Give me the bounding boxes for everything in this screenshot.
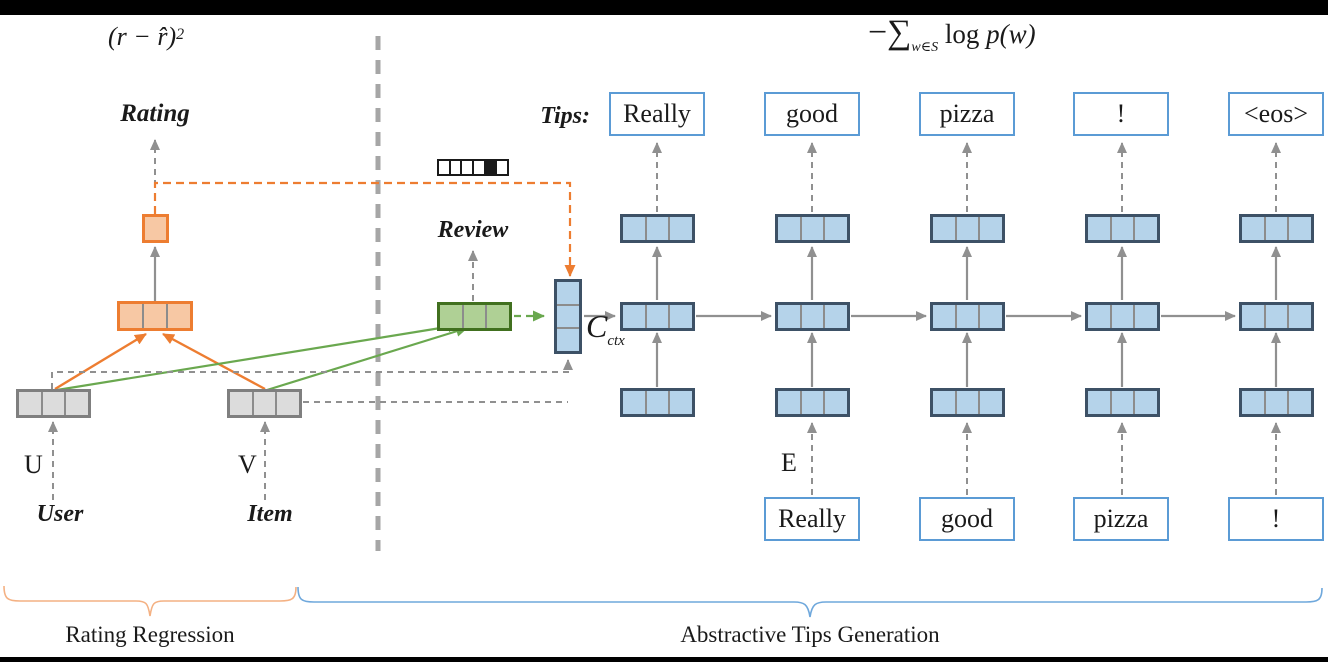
review-vector-box: [437, 302, 512, 331]
output-word-box: pizza: [919, 92, 1015, 136]
output-word-box: good: [764, 92, 860, 136]
rating-label: Rating: [120, 100, 190, 127]
output-word-box: !: [1073, 92, 1169, 136]
context-vector-label: Cctx: [586, 308, 625, 349]
review-label: Review: [437, 217, 509, 243]
rnn-hidden-box: [775, 302, 850, 331]
rating-hidden-box: [117, 301, 193, 331]
output-word: Really: [623, 99, 691, 128]
rating-to-context-dashed-path: [153, 181, 576, 277]
rnn-output-box: [620, 214, 695, 243]
nll-loss-formula: −∑w∈S log p(w): [868, 14, 1036, 55]
rating-loss-formula: (r − r̂)2: [108, 22, 185, 51]
input-word: good: [941, 504, 993, 533]
rating-regression-brace: [3, 585, 297, 617]
rnn-embedding-box: [620, 388, 695, 417]
v-label: V: [238, 450, 257, 479]
rnn-hidden-box: [1085, 302, 1160, 331]
section-braces: [3, 585, 1323, 618]
top-black-bar: [0, 0, 1328, 15]
output-word-box: Really: [609, 92, 705, 136]
rnn-connections: [584, 142, 1281, 495]
input-word-box: good: [919, 497, 1015, 541]
input-word: !: [1271, 504, 1281, 533]
output-word: <eos>: [1244, 99, 1308, 128]
rnn-hidden-box: [620, 302, 695, 331]
output-word: !: [1116, 99, 1126, 128]
item-label: Item: [247, 501, 293, 527]
rnn-hidden-box: [1239, 302, 1314, 331]
tips-label: Tips:: [540, 103, 590, 129]
output-word: good: [786, 99, 838, 128]
tips-generation-title: Abstractive Tips Generation: [680, 622, 940, 647]
embedding-matrix-label: E: [781, 448, 797, 477]
input-word-box: pizza: [1073, 497, 1169, 541]
output-word: pizza: [939, 99, 995, 128]
input-word: pizza: [1093, 504, 1149, 533]
input-word: Really: [778, 504, 846, 533]
rating-regression-title: Rating Regression: [65, 622, 235, 647]
bottom-black-bar: [0, 657, 1328, 662]
input-word-box: Really: [764, 497, 860, 541]
rnn-embedding-box: [1239, 388, 1314, 417]
rating-onehot-bar: [437, 159, 509, 176]
rating-scalar-node: [142, 214, 169, 243]
rating-regression-connections: [48, 139, 270, 500]
user-label: User: [36, 501, 84, 527]
rnn-embedding-box: [930, 388, 1005, 417]
output-word-box: <eos>: [1228, 92, 1324, 136]
rnn-output-box: [1085, 214, 1160, 243]
embedding-to-context-dashed-path: [51, 359, 573, 403]
review-connections: [56, 250, 545, 392]
context-vector-box: [554, 279, 582, 354]
rnn-embedding-box: [775, 388, 850, 417]
rnn-output-box: [930, 214, 1005, 243]
input-word-box: !: [1228, 497, 1324, 541]
rnn-embedding-box: [1085, 388, 1160, 417]
u-label: U: [24, 450, 43, 479]
tips-generation-brace: [297, 586, 1323, 618]
rnn-output-box: [1239, 214, 1314, 243]
rnn-output-box: [775, 214, 850, 243]
item-embedding-box: [227, 389, 302, 418]
rnn-hidden-box: [930, 302, 1005, 331]
user-embedding-box: [16, 389, 91, 418]
